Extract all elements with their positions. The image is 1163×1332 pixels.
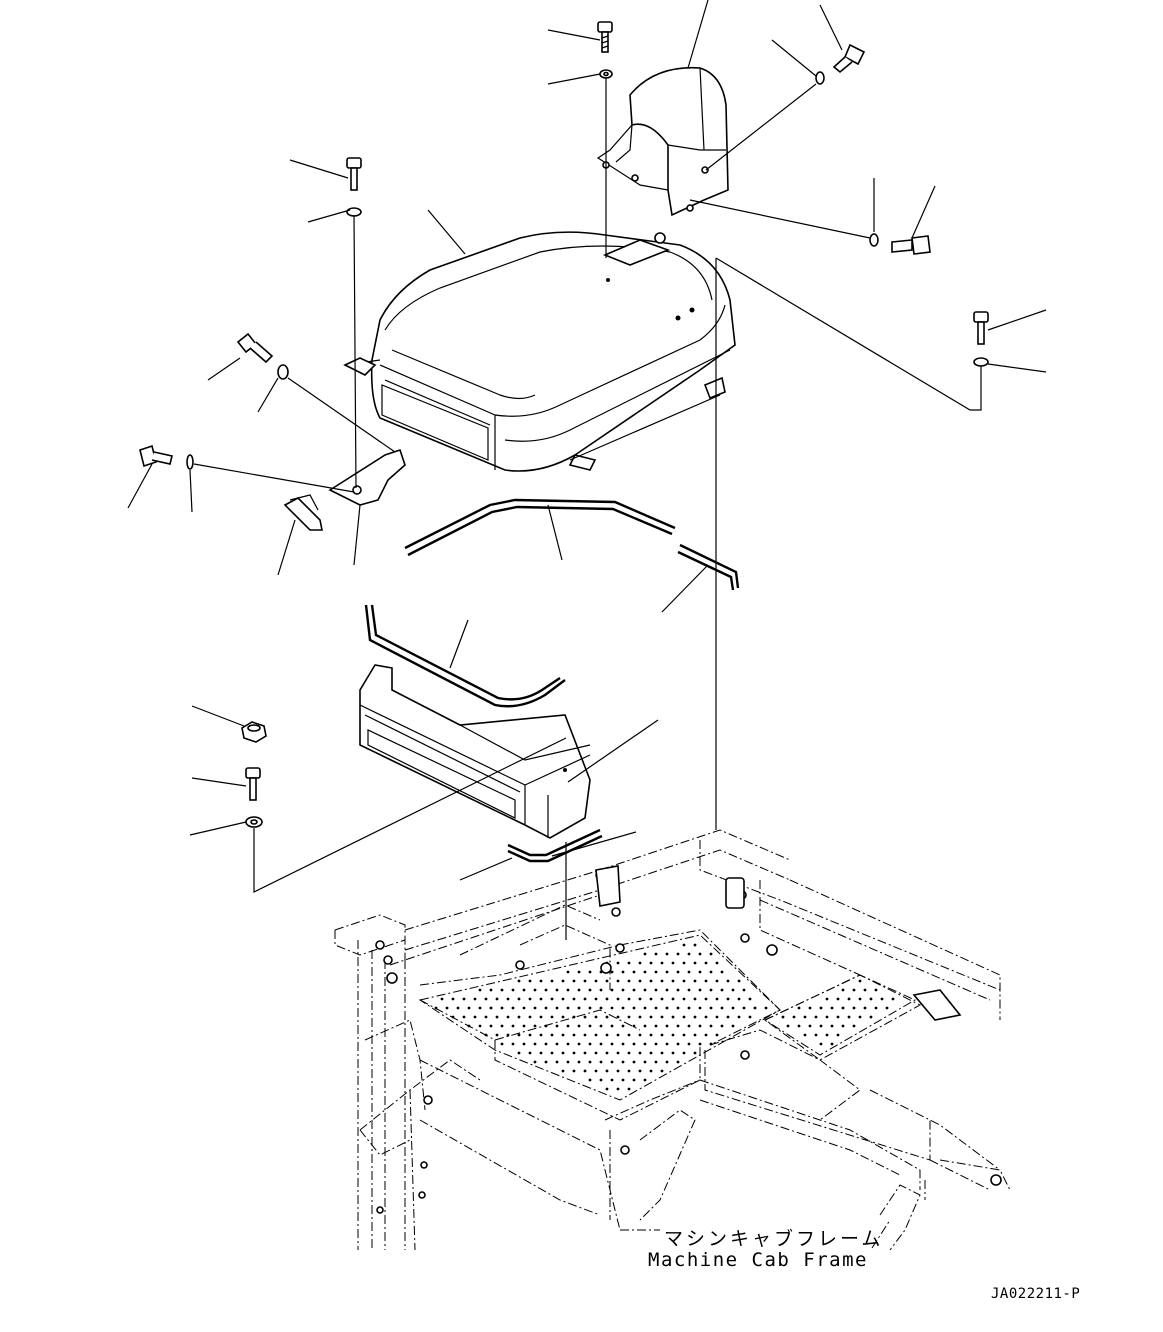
ac-cover	[343, 231, 736, 472]
floor-plates	[418, 934, 917, 1101]
fastener-bolts	[139, 21, 989, 828]
cab-frame	[334, 829, 1011, 1251]
seal-strips	[364, 498, 740, 863]
leader-lines	[127, 0, 1047, 940]
lower-duct	[359, 664, 591, 839]
frame-label-english: Machine Cab Frame	[648, 1249, 868, 1271]
upper-bracket	[596, 66, 729, 217]
frame-label-japanese: マシンキャブフレーム	[664, 1228, 884, 1250]
frame-fittings	[375, 865, 1002, 1214]
drawing-code: JA022211-P	[991, 1286, 1081, 1302]
perforation-dots	[434, 943, 895, 1091]
